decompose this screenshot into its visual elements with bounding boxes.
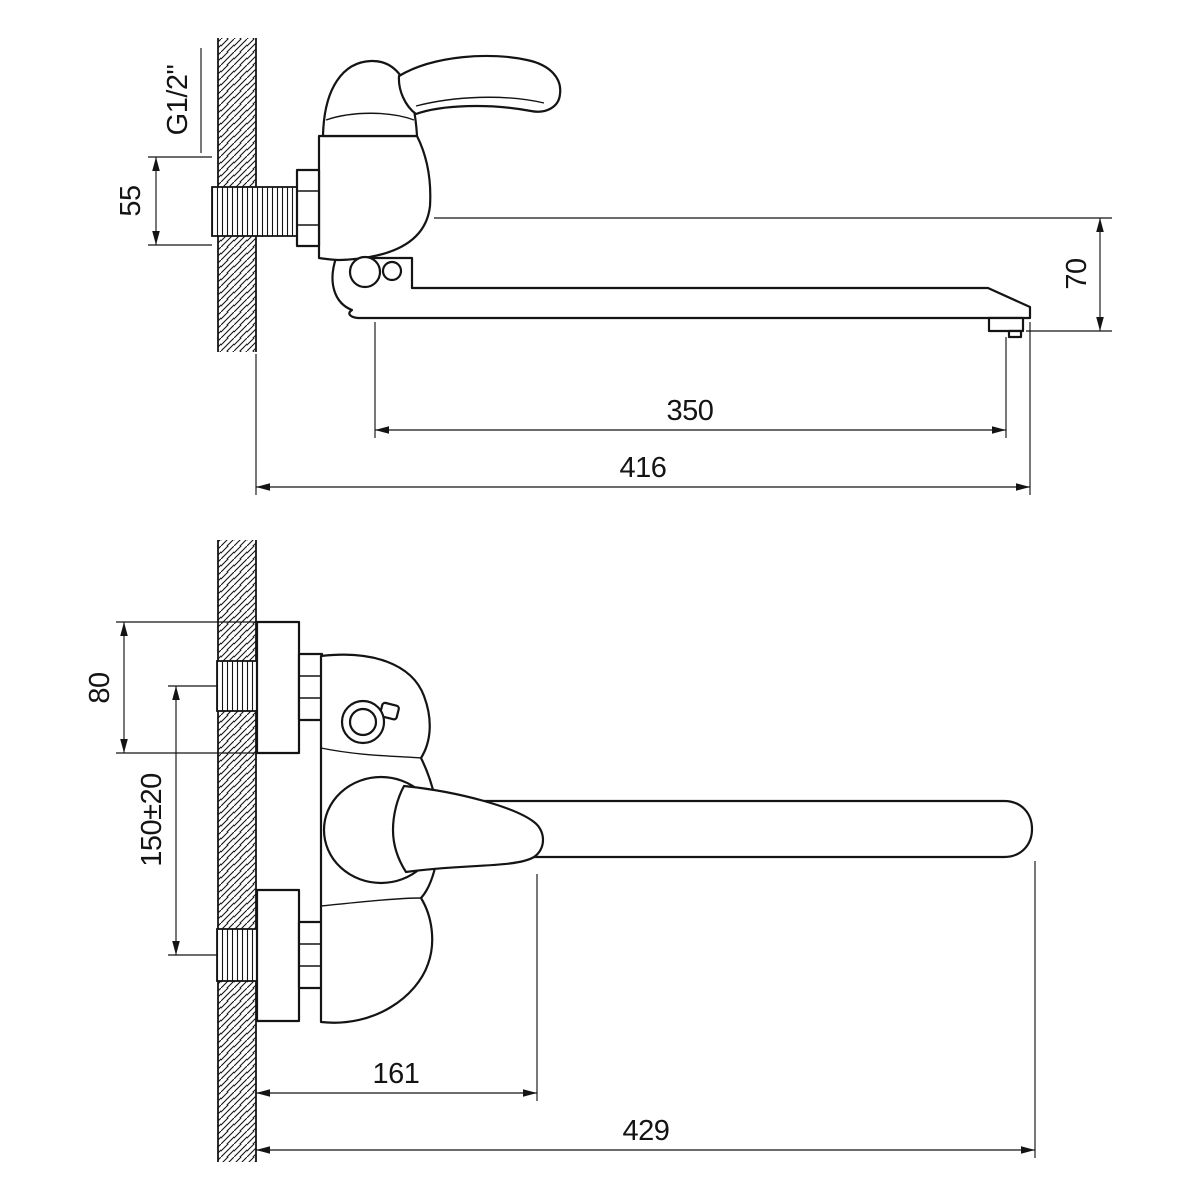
supply-thread-bottom [216,928,258,982]
dimension-150: 150±20 [136,685,218,956]
mixer-body-side [317,134,432,262]
dim-429-label: 429 [623,1115,670,1147]
thread-size-callout: G1/2" [162,48,202,153]
flange-top [255,620,301,755]
dim-150-label: 150±20 [136,773,168,867]
diverter-ring-plan [340,699,400,745]
thread-size-label: G1/2" [162,64,194,135]
dimension-429: 429 [256,861,1036,1158]
supply-thread-side [211,186,298,237]
body-waist-line-bottom [320,897,422,907]
dim-80-label: 80 [84,672,116,703]
connection-nut-top [297,652,324,722]
handle-dome [321,59,419,138]
dimension-350: 350 [374,322,1007,438]
dim-55-label: 55 [115,185,147,216]
connection-nut-side [295,168,321,248]
dim-161-label: 161 [373,1058,420,1090]
diverter-stem-side [381,260,403,282]
spout-plan [422,799,1034,859]
spout-side [331,256,1032,320]
diverter-knob-plan [379,701,400,721]
dimension-55: 55 [115,156,212,246]
flange-bottom [255,888,301,1023]
wall-section-plan [217,540,257,1162]
dimension-70: 70 [434,217,1112,332]
dimension-80: 80 [84,621,299,754]
dim-416-label: 416 [620,452,667,484]
plan-view: 80 150±20 161 429 [84,540,1036,1162]
dimension-416: 416 [255,322,1031,495]
supply-thread-top [216,660,258,712]
handle-lever-side [397,54,562,116]
dimension-161: 161 [256,874,538,1101]
body-waist-line-top [320,747,422,759]
wall-hatch [218,540,256,1162]
diverter-knob-side [348,255,382,289]
connection-nut-bottom [297,920,324,990]
side-view: G1/2" 55 70 350 416 [115,38,1112,495]
dim-350-label: 350 [667,395,714,427]
aerator [987,316,1025,333]
handle-lever-plan [391,784,545,874]
dim-70-label: 70 [1061,258,1093,289]
aerator-nozzle [1007,329,1023,339]
